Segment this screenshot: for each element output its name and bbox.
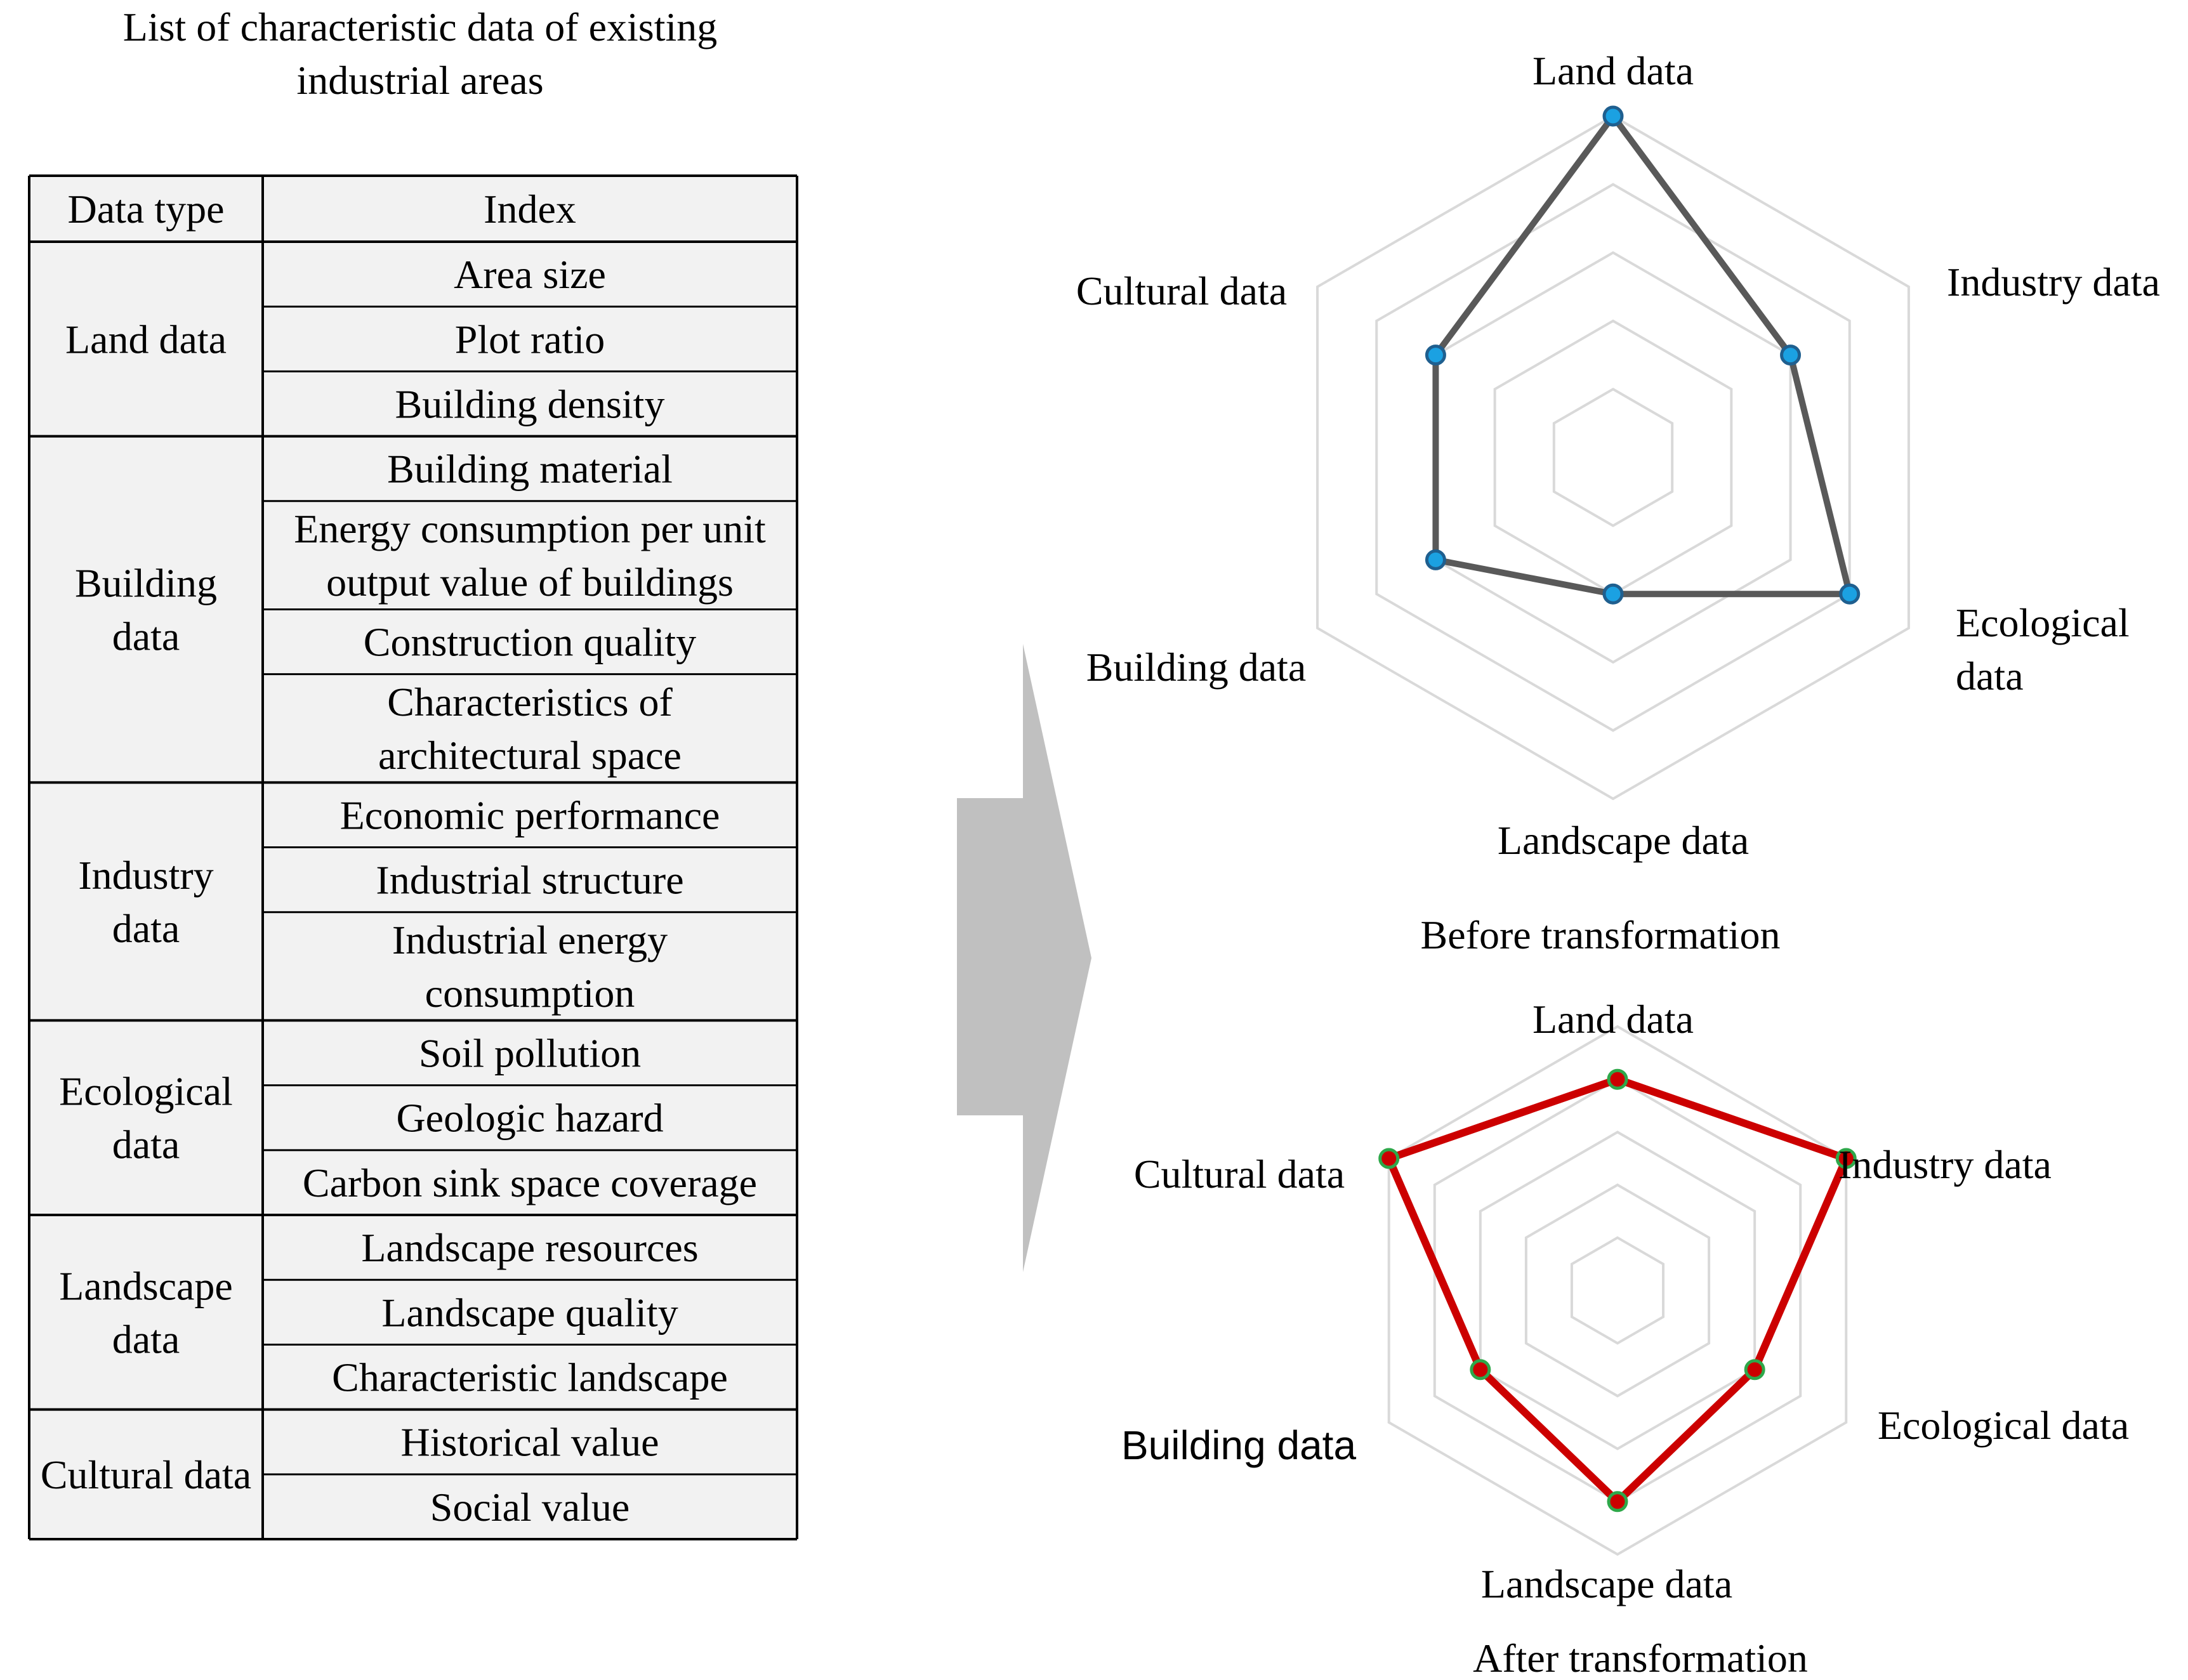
index-cell-text: Area size [454,252,606,297]
data-type-cell-text: Industry [78,853,213,898]
axis-label: Building data [1086,645,1307,690]
grid-ring [1493,319,1733,596]
index-cell-text: Carbon sink space coverage [303,1160,757,1205]
table-background [29,176,797,1540]
data-point [1602,583,1624,605]
index-cell-text: Geologic hazard [396,1096,663,1141]
index-cell-text: Soil pollution [419,1031,641,1076]
index-cell-text: Building material [387,447,673,492]
index-cell-text: Economic performance [340,792,720,837]
index-cell-text: Social value [430,1485,630,1530]
index-cell-text: Plot ratio [455,317,605,362]
axis-label: Land data [1532,48,1694,93]
axis-label: Cultural data [1076,268,1287,313]
data-point [1835,1148,1857,1169]
data-type-cell-text: Landscape [59,1263,233,1308]
chart-caption: After transformation [1473,1636,1808,1680]
index-cell-text: consumption [425,971,635,1016]
grid-ring [1552,388,1674,527]
data-type-cell-text: data [112,1122,180,1167]
data-type-cell-text: data [112,906,180,951]
data-type-cell-text: Building [75,560,217,605]
series-line [1385,1075,1850,1506]
data-point [1744,1359,1765,1381]
index-cell-text: Industrial structure [376,858,683,903]
axis-label: Landscape data [1498,818,1749,863]
index-cell-text: Landscape resources [361,1225,698,1270]
index-cell-text: architectural space [378,733,682,778]
axis-label: data [1956,653,2024,699]
header-index: Index [484,187,576,232]
grid-ring [1570,1236,1665,1345]
table-title-line-2: industrial areas [296,58,543,103]
header-data-type: Data type [68,187,225,232]
grid-ring [1387,1025,1848,1556]
grid-ring [1316,114,1910,801]
table-title-line-1: List of characteristic data of existing [123,4,718,49]
data-point [1780,345,1802,366]
data-point [1425,345,1446,366]
data-type-cell-text: Cultural data [41,1452,251,1497]
data-type-cell-text: data [112,1316,180,1362]
index-cell-text: Energy consumption per unit [294,506,766,551]
data-type-cell-text: data [112,614,180,659]
data-type-cell-text: Land data [65,317,227,362]
index-cell-text: Building density [395,382,665,427]
grid-ring [1524,1183,1711,1398]
axis-label: Cultural data [1134,1152,1345,1197]
axis-label: Industry data [1947,259,2160,305]
grid-ring [1375,183,1851,732]
index-cell-text: Landscape quality [381,1290,678,1335]
index-cell-text: Characteristics of [387,679,673,725]
index-cell-text: Characteristic landscape [332,1355,728,1400]
axis-label: Land data [1532,997,1694,1042]
index-cell-text: Historical value [401,1420,659,1465]
data-point [1602,105,1624,127]
transformation-arrow [957,644,1091,1272]
data-point [1470,1359,1491,1381]
data-point [1425,549,1446,570]
grid-ring [1479,1131,1756,1450]
data-point [1378,1148,1400,1169]
axis-label: Industry data [1838,1142,2052,1187]
chart-caption: Before transformation [1421,912,1781,957]
data-type-cell-text: Ecological [59,1069,233,1114]
axis-label: Landscape data [1481,1561,1732,1606]
data-point [1607,1491,1628,1513]
data-point [1607,1068,1628,1090]
axis-label: Ecological [1956,600,2130,645]
data-point [1839,583,1861,605]
index-cell-text: Industrial energy [392,917,668,962]
index-cell-text: output value of buildings [326,560,734,605]
index-cell-text: Construction quality [364,620,696,665]
grid-ring [1433,1077,1802,1504]
axis-label: Ecological data [1878,1403,2129,1448]
axis-label: Building data [1121,1422,1356,1468]
